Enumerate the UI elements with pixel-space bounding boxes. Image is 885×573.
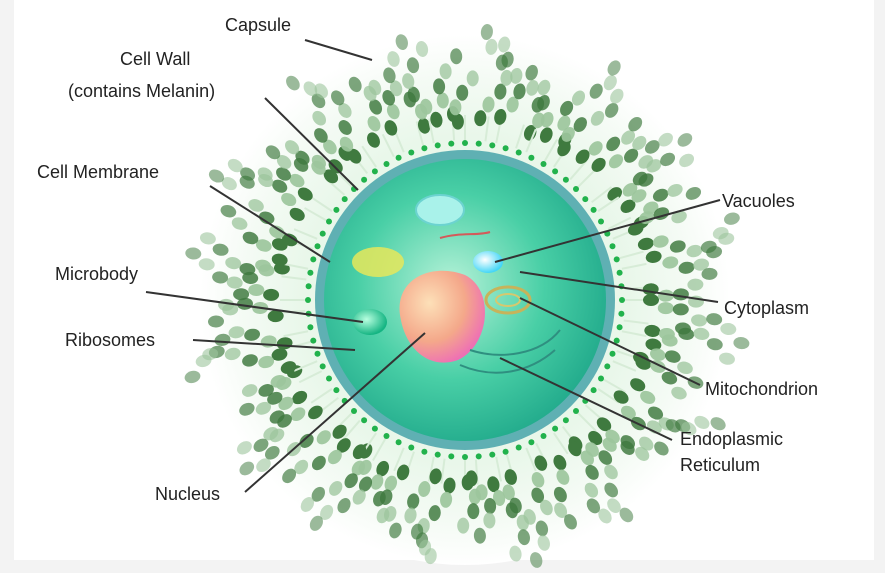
yellow-organelle: [352, 247, 404, 277]
vacuoles-label: Vacuoles: [722, 191, 795, 211]
mitochondrion-label: Mitochondrion: [705, 379, 818, 399]
nucleus-label: Nucleus: [155, 484, 220, 504]
vacuole-large: [416, 195, 464, 225]
cell-wall-label: Cell Wall: [120, 49, 190, 69]
capsule-leader: [305, 40, 372, 60]
ribosomes-label: Ribosomes: [65, 330, 155, 350]
capsule-label: Capsule: [225, 15, 291, 35]
cell-wall-note: (contains Melanin): [68, 81, 215, 101]
endoplasmic-reticulum-label-2: Reticulum: [680, 455, 760, 475]
cell-membrane-label: Cell Membrane: [37, 162, 159, 182]
microbody-label: Microbody: [55, 264, 138, 284]
endoplasmic-reticulum-label-1: Endoplasmic: [680, 429, 783, 449]
cytoplasm-label: Cytoplasm: [724, 298, 809, 318]
